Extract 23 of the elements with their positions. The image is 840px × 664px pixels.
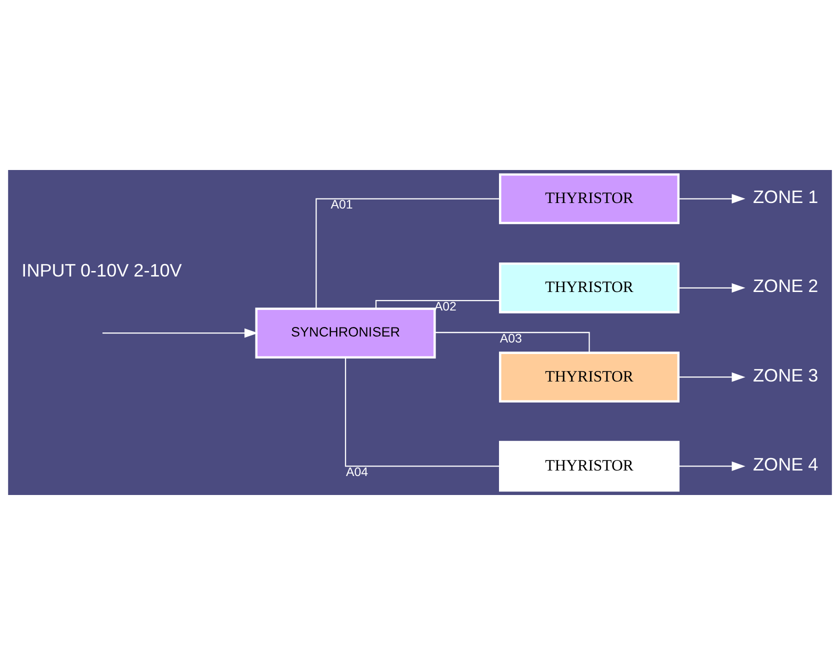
node-box: THYRISTOR [499, 172, 680, 224]
connector [434, 331, 590, 352]
node-box: THYRISTOR [499, 351, 680, 402]
connector [375, 300, 500, 308]
node-text: ZONE 1 [753, 186, 818, 207]
connector [316, 198, 500, 308]
edge-label: A03 [500, 330, 522, 345]
node-box: SYNCHRONISER [255, 307, 436, 358]
node-box: THYRISTOR [499, 440, 680, 492]
node-text: ZONE 2 [753, 276, 818, 296]
node-box: THYRISTOR [499, 262, 680, 313]
label: INPUT 0-10V 2-10V [22, 260, 182, 280]
arrow [678, 372, 746, 382]
node-text: ZONE 4 [753, 454, 818, 474]
edge-label: A02 [434, 299, 456, 314]
arrow [678, 194, 746, 204]
arrow [678, 460, 746, 470]
edge-label: A01 [330, 197, 353, 212]
node-text: ZONE 3 [753, 364, 818, 385]
arrow [678, 282, 746, 292]
edge-label: A04 [346, 464, 368, 479]
connector [344, 356, 500, 466]
arrow [102, 328, 258, 338]
